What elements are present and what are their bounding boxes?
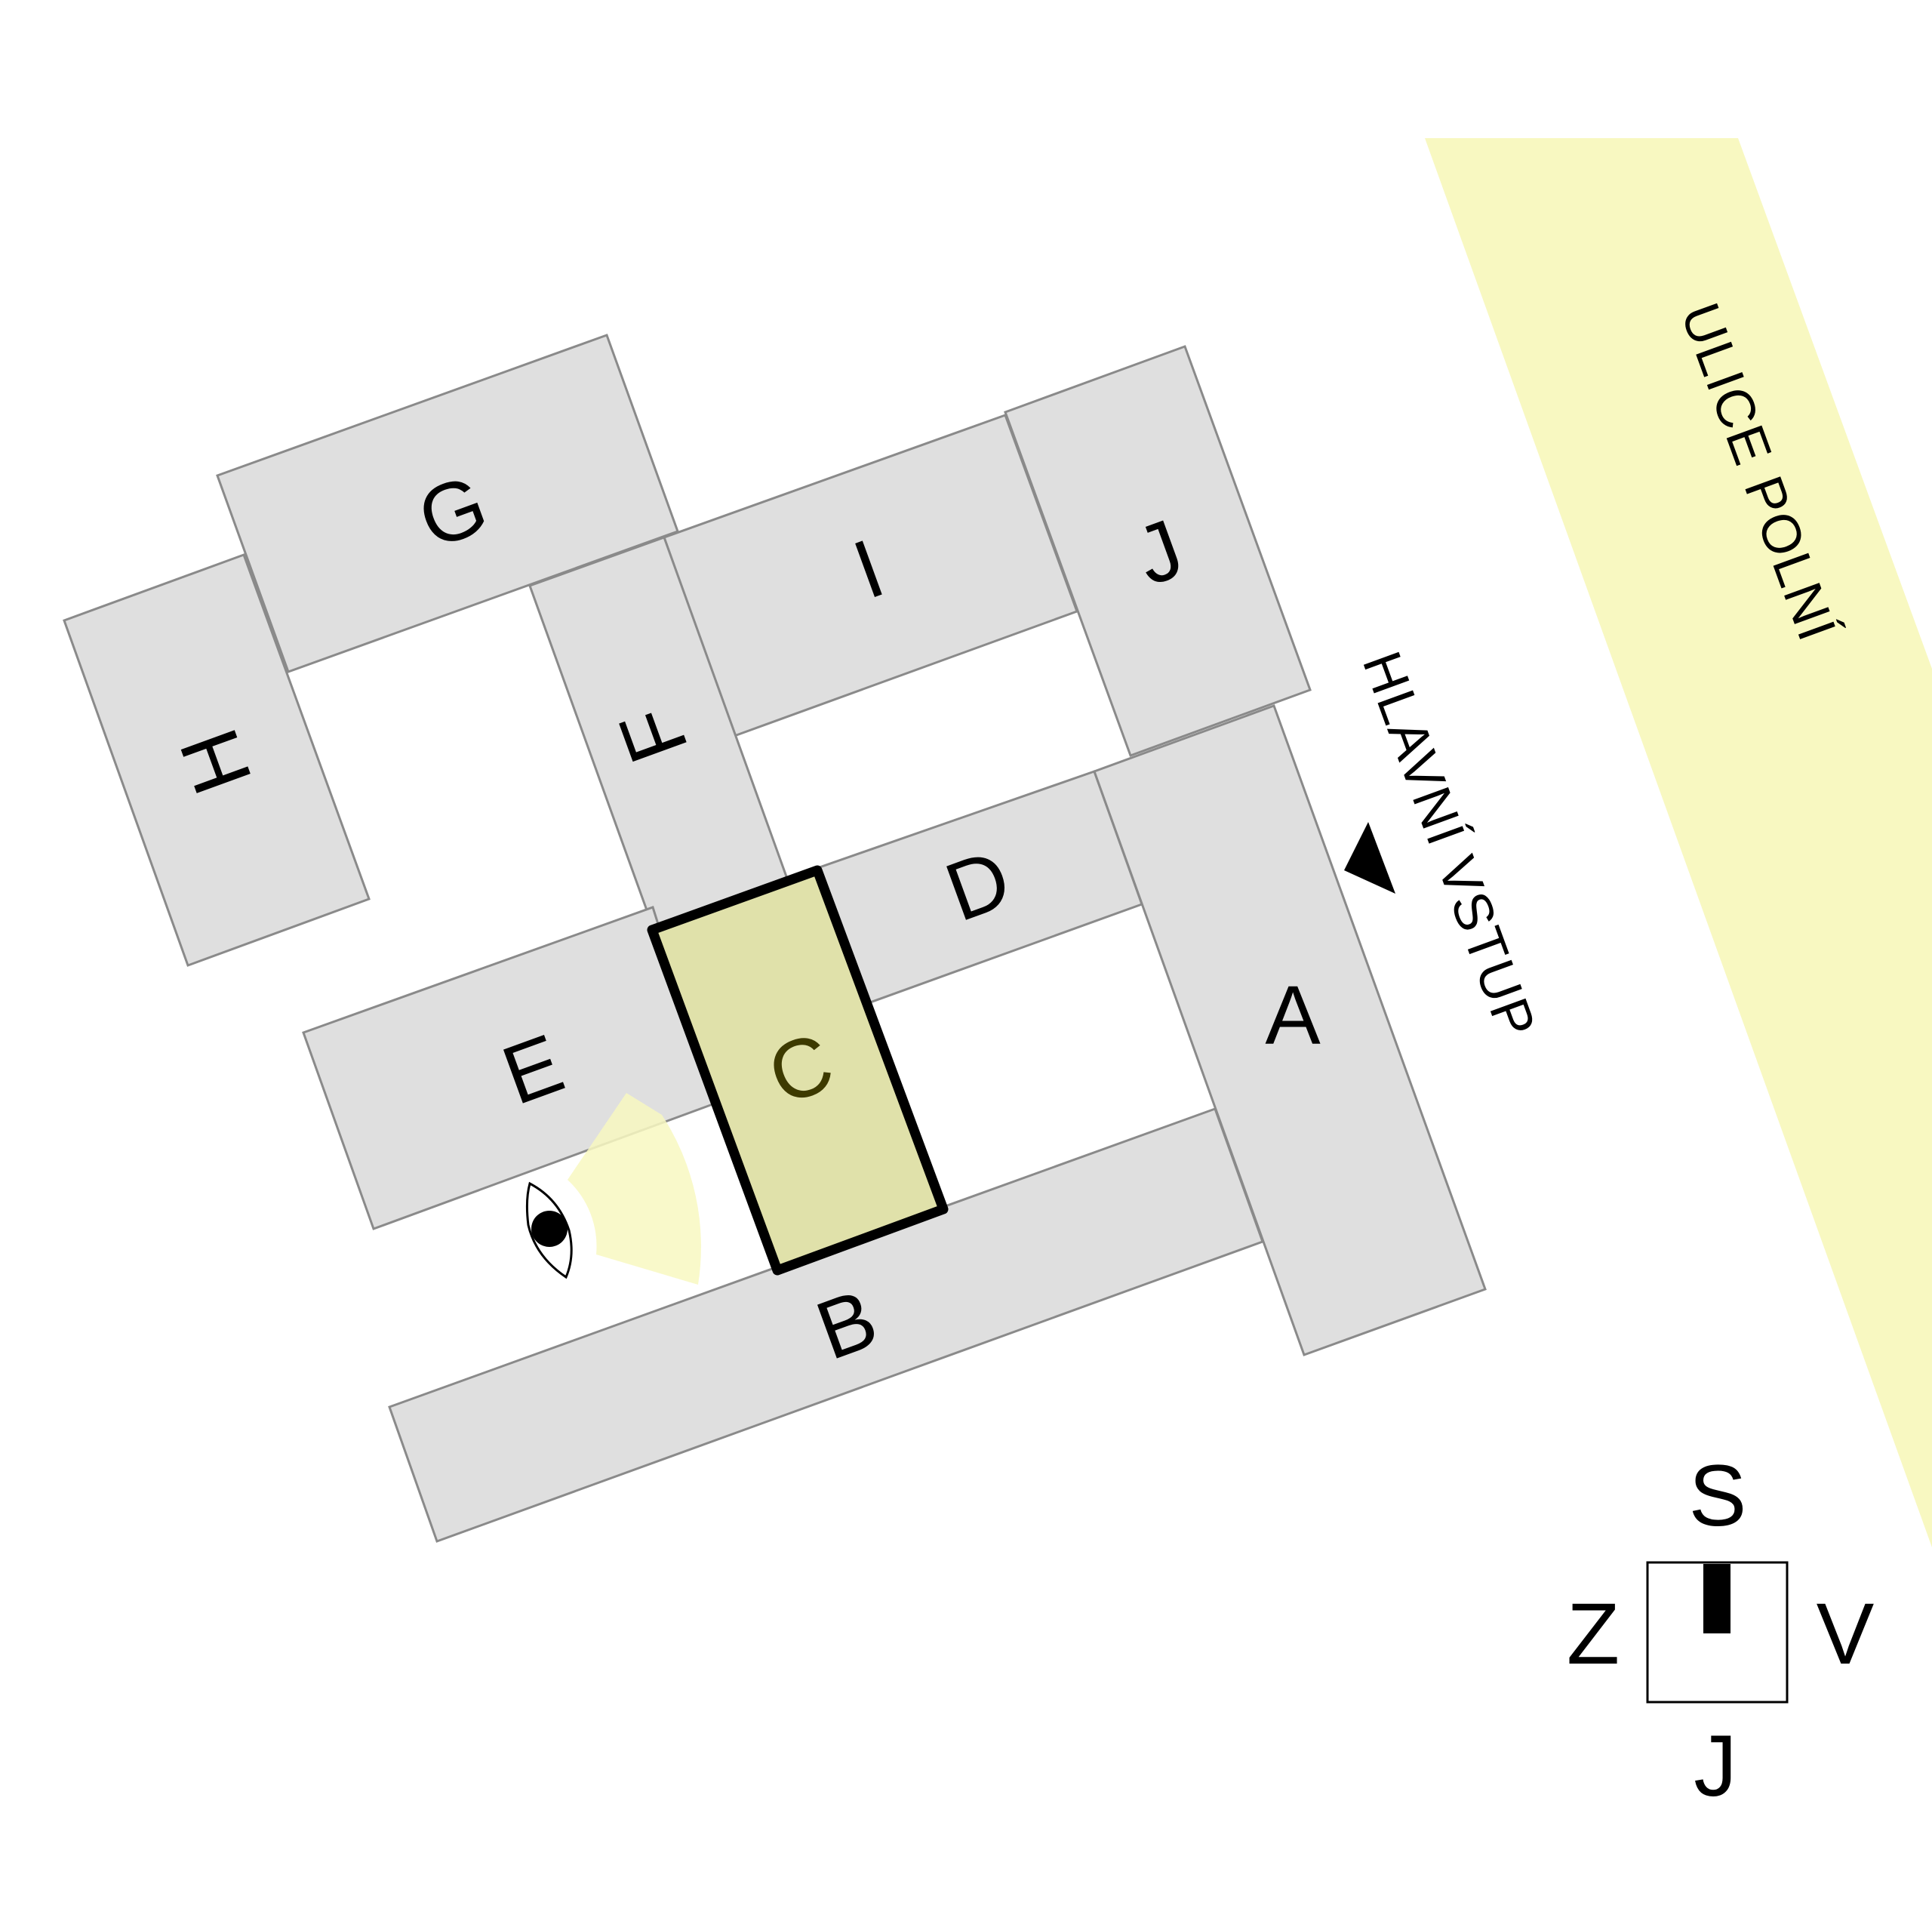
building-i[interactable]: I [663,414,1078,737]
building-e[interactable]: E [302,906,716,1230]
building-c-highlighted[interactable]: C [647,865,949,1276]
compass-north: S [1689,1448,1747,1544]
entrance-label: HLAVNÍ VSTUP [1351,644,1547,1046]
building-label-a: A [1265,969,1321,1062]
compass-west: Z [1567,1586,1620,1682]
compass-needle [1703,1564,1730,1633]
compass-east: V [1817,1586,1875,1682]
view-cone [568,1093,701,1285]
street: ULICE POLNÍ [1425,138,1932,1547]
street-band [1425,138,1932,1547]
building-j[interactable]: J [1004,345,1312,757]
building-h[interactable]: H [63,553,371,967]
compass: S J Z V [1567,1448,1875,1815]
triangle-arrow-icon [1344,822,1395,894]
compass-south: J [1694,1718,1737,1815]
building-a[interactable]: A [1093,704,1487,1356]
viewpoint [525,1093,701,1285]
eye-icon [525,1181,573,1279]
